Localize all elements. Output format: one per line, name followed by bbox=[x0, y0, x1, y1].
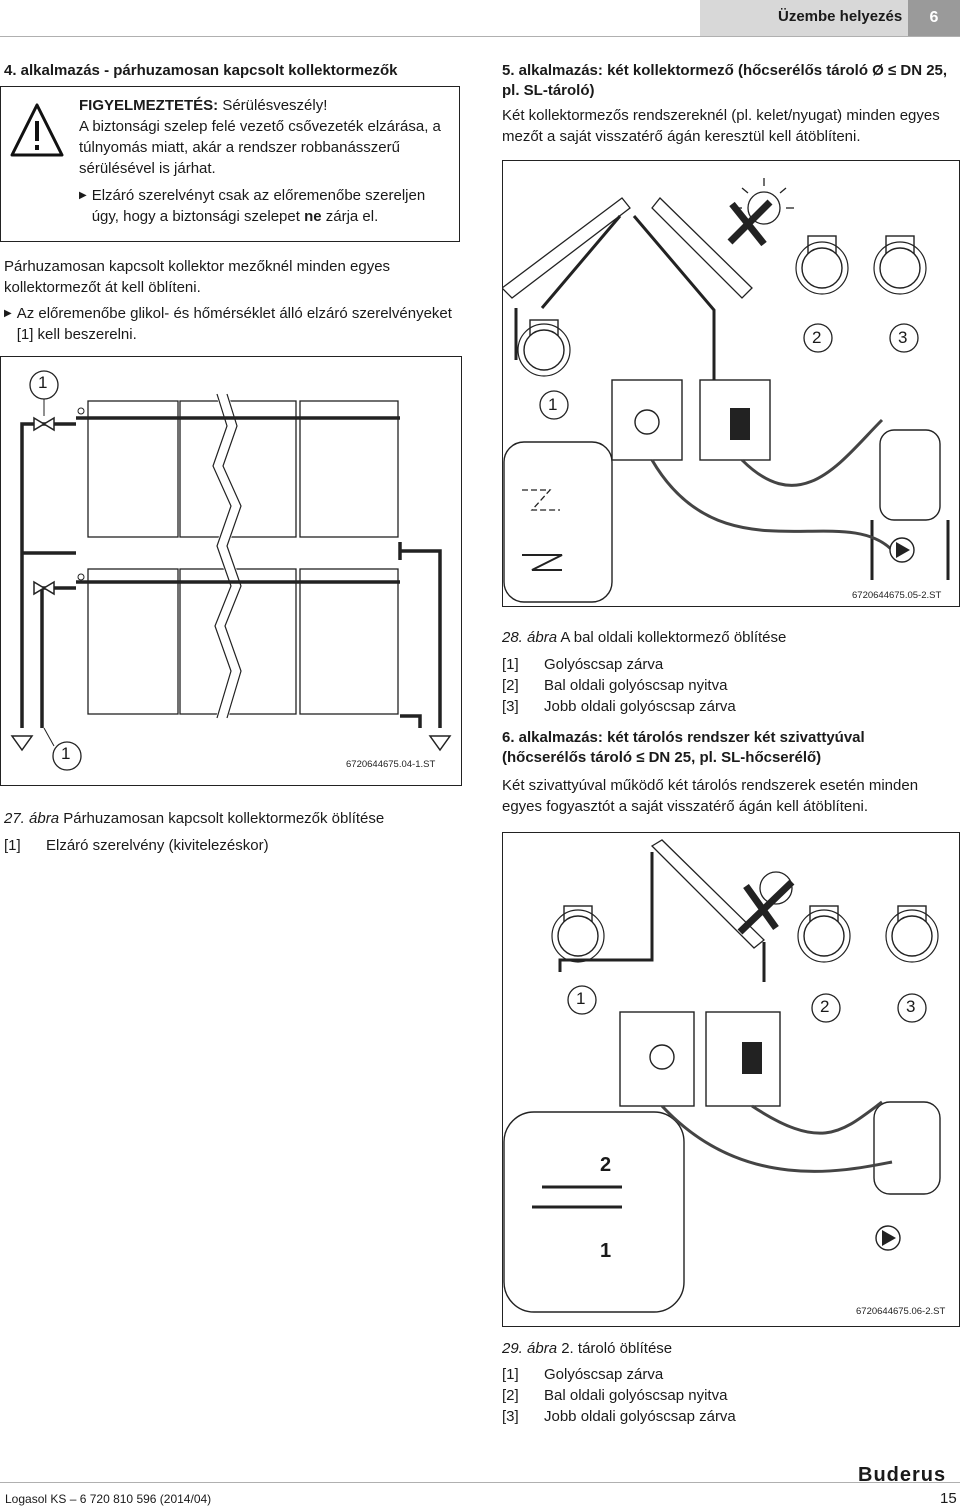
header-divider bbox=[0, 36, 960, 37]
triangle-bullet-icon: ▶ bbox=[79, 190, 87, 201]
app4-title: 4. alkalmazás - párhuzamosan kapcsolt ko… bbox=[4, 62, 398, 79]
legend-28: [1] Golyóscsap zárva [2] Bal oldali golyós… bbox=[502, 654, 736, 717]
fig29-callout-3: 3 bbox=[906, 997, 916, 1016]
warning-instruction-bold: ne bbox=[304, 208, 322, 225]
figure-29-diagram bbox=[502, 832, 960, 1327]
legend-key: [2] bbox=[502, 677, 519, 694]
legend-text: Jobb oldali golyóscsap zárva bbox=[544, 1408, 736, 1425]
callout-1-top: 1 bbox=[38, 373, 48, 392]
legend-item: [3] Jobb oldali golyóscsap zárva bbox=[502, 696, 736, 717]
caption-29-number: 29. ábra bbox=[502, 1340, 558, 1357]
legend-text: Elzáró szerelvény (kivitelezéskor) bbox=[46, 837, 269, 854]
page-number: 15 bbox=[940, 1490, 957, 1507]
funnel-icon bbox=[10, 735, 34, 752]
chapter-number-box: 6 bbox=[908, 0, 960, 36]
fig28-callout-2: 2 bbox=[812, 328, 822, 347]
collector-panel bbox=[179, 400, 297, 538]
warning-instruction-a: Elzáró szerelvényt csak az előremenőbe s… bbox=[91, 187, 426, 225]
legend-text: Golyóscsap zárva bbox=[544, 1366, 664, 1383]
collector-panel bbox=[87, 568, 179, 715]
warning-text: FIGYELMEZTETÉS: Sérülésveszély! A bizton… bbox=[79, 95, 449, 227]
legend-27-item: [1] Elzáró szerelvény (kivitelezéskor) bbox=[4, 835, 269, 856]
legend-key: [1] bbox=[502, 1366, 519, 1383]
legend-key: [3] bbox=[502, 1408, 519, 1425]
figure-29-id: 6720644675.06-2.ST bbox=[856, 1306, 946, 1317]
caption-29-text: 2. tároló öblítése bbox=[561, 1340, 673, 1357]
legend-key: [1] bbox=[502, 656, 519, 673]
caption-29: 29. ábra 2. tároló öblítése bbox=[502, 1338, 672, 1359]
collector-panel bbox=[87, 400, 179, 538]
app6-para: Két szivattyúval működő két tárolós rend… bbox=[502, 777, 919, 815]
legend-29: [1] Golyóscsap zárva [2] Bal oldali golyós… bbox=[502, 1364, 736, 1427]
app6-title-line1: 6. alkalmazás: két tárolós rendszer két … bbox=[502, 729, 865, 746]
caption-27-text: Párhuzamosan kapcsolt kollektormezők öbl… bbox=[63, 810, 385, 827]
legend-item: [1] Golyóscsap zárva bbox=[502, 1364, 736, 1385]
warning-triangle-icon bbox=[10, 103, 64, 157]
legend-item: [2] Bal oldali golyóscsap nyitva bbox=[502, 1385, 736, 1406]
caption-27-number: 27. ábra bbox=[4, 810, 60, 827]
legend-text: Golyóscsap zárva bbox=[544, 656, 664, 673]
legend-item: [1] Golyóscsap zárva bbox=[502, 654, 736, 675]
buderus-logo: Buderus bbox=[858, 1464, 947, 1486]
legend-key: [3] bbox=[502, 698, 519, 715]
caption-28-text: A bal oldali kollektormező öblítése bbox=[560, 629, 787, 646]
figure-27-diagram bbox=[0, 356, 462, 786]
figure-28-id: 6720644675.05-2.ST bbox=[852, 590, 942, 601]
legend-item: [3] Jobb oldali golyóscsap zárva bbox=[502, 1406, 736, 1427]
collector-panel bbox=[299, 568, 399, 715]
fig29-callout-1: 1 bbox=[576, 989, 586, 1008]
warning-body: A biztonsági szelep felé vezető csővezet… bbox=[79, 118, 441, 177]
figure-27-id: 6720644675.04-1.ST bbox=[346, 759, 436, 770]
app5-title-line2: pl. SL-tároló) bbox=[502, 82, 595, 99]
warning-instruction-b: zárja el. bbox=[321, 208, 379, 225]
warning-head-rest: Sérülésveszély! bbox=[218, 97, 328, 114]
app5-title-line1: 5. alkalmazás: két kollektormező (hőcser… bbox=[502, 62, 948, 79]
warning-head: FIGYELMEZTETÉS: bbox=[79, 97, 219, 114]
funnel-icon bbox=[428, 735, 452, 752]
triangle-bullet-icon: ▶ bbox=[4, 308, 12, 319]
app6-title-line2: (hőcserélős tároló ≤ DN 25, pl. SL-hőcse… bbox=[502, 749, 822, 766]
legend-item: [2] Bal oldali golyóscsap nyitva bbox=[502, 675, 736, 696]
section-title: Üzembe helyezés bbox=[778, 8, 903, 25]
figure-28-diagram bbox=[502, 160, 960, 607]
footer-divider bbox=[0, 1482, 960, 1483]
parallel-para: Párhuzamosan kapcsolt kollektor mezőknél… bbox=[4, 258, 391, 296]
legend-text: Jobb oldali golyóscsap zárva bbox=[544, 698, 736, 715]
fig28-callout-3: 3 bbox=[898, 328, 908, 347]
legend-key: [1] bbox=[4, 837, 21, 854]
fig29-callout-2: 2 bbox=[820, 997, 830, 1016]
caption-28: 28. ábra A bal oldali kollektormező öblí… bbox=[502, 627, 786, 648]
collector-panel bbox=[299, 400, 399, 538]
legend-text: Bal oldali golyóscsap nyitva bbox=[544, 677, 728, 694]
caption-28-number: 28. ábra bbox=[502, 629, 558, 646]
warning-box: FIGYELMEZTETÉS: Sérülésveszély! A bizton… bbox=[0, 86, 460, 242]
callout-1-bottom: 1 bbox=[61, 744, 71, 763]
footer-doc-id: Logasol KS – 6 720 810 596 (2014/04) bbox=[5, 1492, 212, 1506]
parallel-instruction: ▶ Az előremenőbe glikol- és hőmérséklet … bbox=[4, 303, 464, 345]
fig28-callout-1: 1 bbox=[548, 395, 558, 414]
legend-key: [2] bbox=[502, 1387, 519, 1404]
warning-instruction: ▶ Elzáró szerelvényt csak az előremenőbe… bbox=[79, 185, 449, 227]
parallel-instruction-text: Az előremenőbe glikol- és hőmérséklet ál… bbox=[16, 305, 452, 343]
legend-text: Bal oldali golyóscsap nyitva bbox=[544, 1387, 728, 1404]
fig29-tank-label-2: 2 bbox=[600, 1154, 612, 1176]
app5-para: Két kollektormezős rendszereknél (pl. ke… bbox=[502, 107, 940, 145]
caption-27: 27. ábra Párhuzamosan kapcsolt kollektor… bbox=[4, 808, 384, 829]
fig29-tank-label-1: 1 bbox=[600, 1240, 612, 1262]
